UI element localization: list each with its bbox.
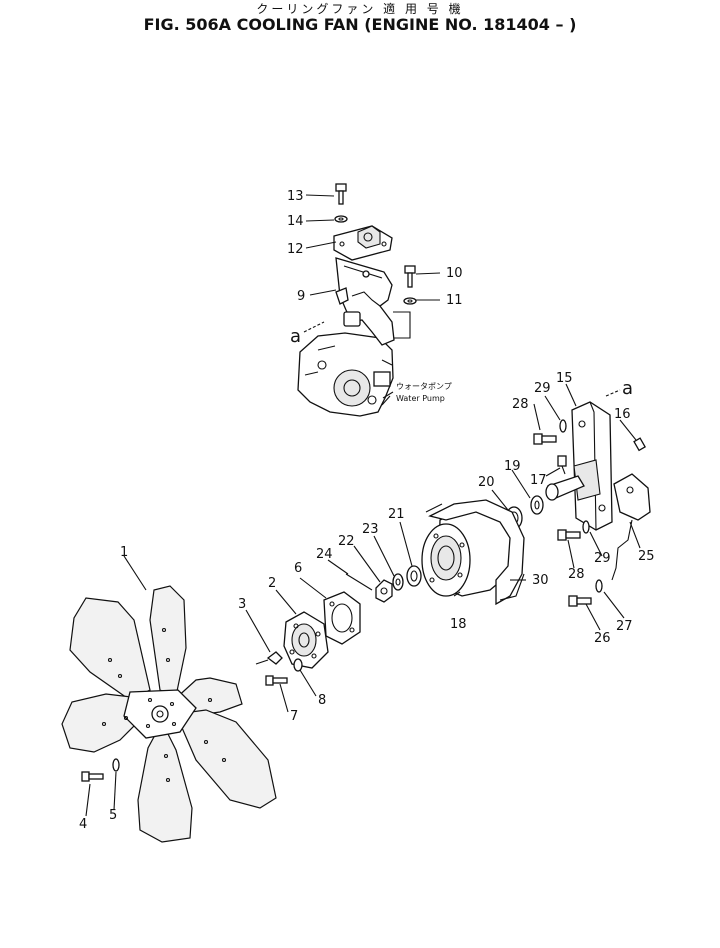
water-pump: [297, 332, 394, 417]
figure-title-japanese: クーリングファン 適 用 号 機: [256, 2, 464, 16]
callout-14: 14: [287, 214, 304, 229]
callout-16: 16: [614, 407, 631, 422]
washer-part-5: [112, 758, 120, 772]
spacer-part-6: [323, 591, 361, 645]
callout-20: 20: [478, 475, 495, 490]
callout-8: 8: [318, 693, 326, 708]
fan-hub-part-2: [283, 611, 329, 669]
callout-28-lower: 28: [568, 567, 585, 582]
callout-5: 5: [109, 808, 117, 823]
bearing-part-19: [530, 495, 544, 515]
callout-19: 19: [504, 459, 521, 474]
fan-part-1: [61, 585, 277, 843]
callout-21: 21: [388, 507, 405, 522]
bolt-part-28-lower: [557, 529, 581, 541]
callout-25: 25: [638, 549, 655, 564]
washer-part-29-lower: [582, 520, 590, 534]
bolt-part-28-upper: [533, 433, 557, 445]
washer-part-11: [403, 297, 417, 305]
belt-guard-part-30: [425, 499, 525, 606]
callout-17: 17: [530, 473, 547, 488]
callout-26: 26: [594, 631, 611, 646]
fan-bracket-part-9: [335, 257, 411, 346]
callout-9: 9: [297, 289, 305, 304]
bolt-part-10: [404, 265, 416, 288]
washer-part-27: [595, 579, 603, 593]
reference-mark-a-right: a: [622, 378, 633, 399]
grease-fitting-part-17: [557, 455, 567, 475]
callout-29-upper: 29: [534, 381, 551, 396]
washer-part-29-upper: [559, 419, 567, 433]
grease-fitting-part-3: [255, 651, 283, 665]
callout-11: 11: [446, 293, 463, 308]
callout-3: 3: [238, 597, 246, 612]
shaft-part-17: [545, 475, 585, 501]
bolt-part-13: [335, 183, 347, 205]
key-part-24: [345, 573, 373, 591]
water-pump-label: Water Pump: [396, 394, 445, 403]
bolt-part-16: [633, 437, 646, 452]
leader-lines: [85, 194, 641, 817]
callout-10: 10: [446, 266, 463, 281]
bolt-part-7: [265, 675, 288, 686]
reference-mark-a-left: a: [290, 326, 301, 347]
callout-13: 13: [287, 189, 304, 204]
bracket-part-25: [611, 473, 651, 581]
pulley-part-18: [421, 503, 513, 597]
figure-title: FIG. 506A COOLING FAN (ENGINE NO. 181404…: [143, 15, 577, 34]
bolt-part-26: [568, 595, 592, 607]
callout-7: 7: [290, 709, 298, 724]
callout-28-upper: 28: [512, 397, 529, 412]
bracket-plate-part-15: [571, 401, 613, 531]
water-pump-label-jp: ウォータポンプ: [396, 382, 452, 391]
washer-part-8: [293, 658, 303, 672]
washer-part-14: [334, 215, 348, 223]
bolt-part-4: [81, 771, 104, 782]
nut-part-22: [375, 579, 393, 603]
callout-27: 27: [616, 619, 633, 634]
callout-22: 22: [338, 534, 355, 549]
callout-4: 4: [79, 817, 87, 832]
callout-18: 18: [450, 617, 467, 632]
callout-24: 24: [316, 547, 333, 562]
callout-29-lower: 29: [594, 551, 611, 566]
callout-2: 2: [268, 576, 276, 591]
callout-15: 15: [556, 371, 573, 386]
callout-23: 23: [362, 522, 379, 537]
cover-plate-part-12: [333, 225, 393, 261]
washer-part-23: [392, 573, 404, 591]
callout-1: 1: [120, 545, 128, 560]
callout-12: 12: [287, 242, 304, 257]
callout-30: 30: [532, 573, 549, 588]
callout-6: 6: [294, 561, 302, 576]
ring-part-21: [406, 565, 422, 587]
